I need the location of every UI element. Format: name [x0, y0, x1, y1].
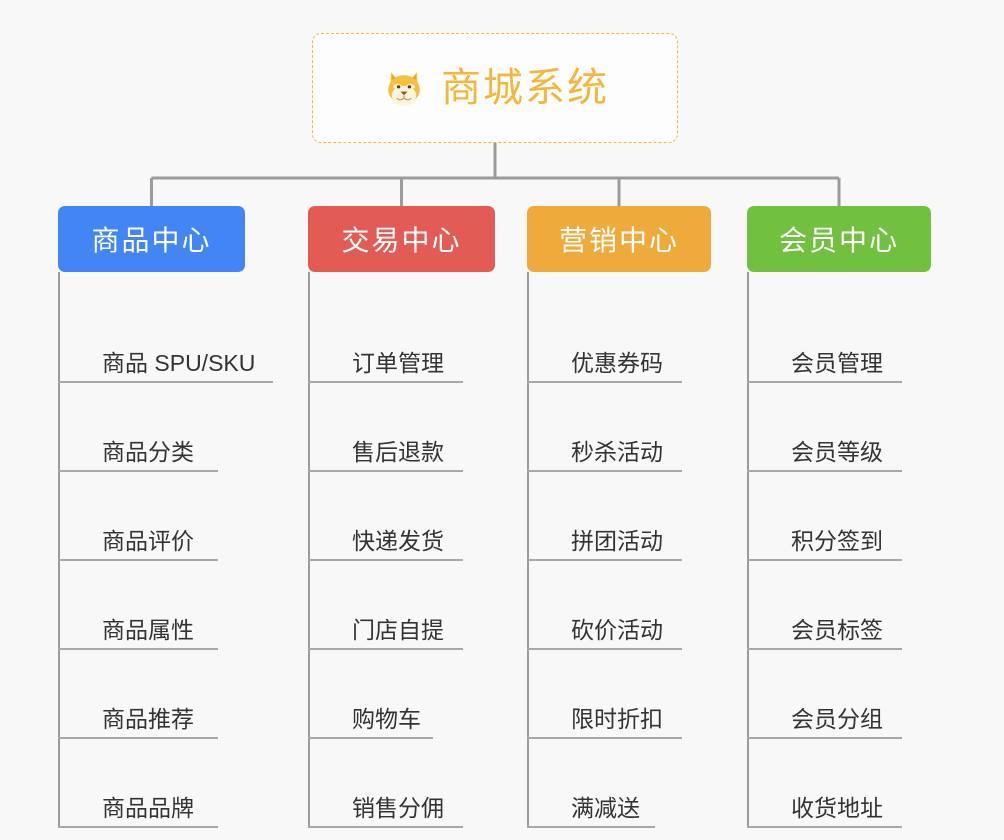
category-column-2: 交易中心订单管理售后退款快递发货门店自提购物车销售分佣: [308, 206, 495, 828]
leaf-underline: [747, 381, 902, 383]
leaf-item-label: 门店自提: [352, 616, 444, 643]
leaf-item-label: 满减送: [571, 794, 640, 821]
leaf-item[interactable]: 商品品牌: [58, 739, 245, 828]
leaf-item[interactable]: 积分签到: [747, 472, 931, 561]
leaf-underline: [527, 826, 655, 828]
leaf-underline: [58, 559, 218, 561]
leaf-underline: [527, 381, 682, 383]
leaf-item-label: 会员分组: [791, 705, 883, 732]
leaf-item-label: 商品评价: [102, 527, 194, 554]
leaf-item[interactable]: 商品推荐: [58, 650, 245, 739]
leaf-underline: [308, 381, 463, 383]
column-spine: [58, 272, 60, 828]
leaf-item-label: 拼团活动: [571, 527, 663, 554]
leaf-item-label: 商品 SPU/SKU: [102, 349, 256, 376]
category-column-3: 营销中心优惠券码秒杀活动拼团活动砍价活动限时折扣满减送: [527, 206, 711, 828]
leaf-item-label: 收货地址: [791, 794, 883, 821]
leaf-underline: [527, 559, 682, 561]
leaf-item[interactable]: 拼团活动: [527, 472, 711, 561]
leaf-item[interactable]: 售后退款: [308, 383, 495, 472]
leaf-underline: [58, 826, 218, 828]
leaf-list-1: 商品 SPU/SKU 商品分类商品评价商品属性商品推荐商品品牌: [58, 272, 273, 828]
leaf-item-label: 商品品牌: [102, 794, 194, 821]
leaf-item[interactable]: 商品评价: [58, 472, 245, 561]
leaf-item[interactable]: 会员标签: [747, 561, 931, 650]
leaf-underline: [527, 737, 682, 739]
column-spine: [527, 272, 529, 828]
leaf-underline: [308, 648, 463, 650]
leaf-item[interactable]: 销售分佣: [308, 739, 495, 828]
leaf-item-label: 商品分类: [102, 438, 194, 465]
category-box-3[interactable]: 营销中心: [527, 206, 711, 272]
leaf-item[interactable]: 满减送: [527, 739, 711, 828]
leaf-underline: [58, 381, 273, 383]
leaf-underline: [58, 648, 218, 650]
leaf-underline: [308, 470, 463, 472]
leaf-list-3: 优惠券码秒杀活动拼团活动砍价活动限时折扣满减送: [527, 272, 711, 828]
leaf-item[interactable]: 订单管理: [308, 294, 495, 383]
root-node[interactable]: 商城系统: [312, 33, 678, 143]
category-box-1[interactable]: 商品中心: [58, 206, 245, 272]
root-title: 商城系统: [441, 66, 609, 110]
leaf-item[interactable]: 快递发货: [308, 472, 495, 561]
leaf-item-label: 砍价活动: [571, 616, 663, 643]
leaf-underline: [58, 470, 218, 472]
leaf-item[interactable]: 优惠券码: [527, 294, 711, 383]
leaf-item[interactable]: 会员等级: [747, 383, 931, 472]
leaf-list-2: 订单管理售后退款快递发货门店自提购物车销售分佣: [308, 272, 495, 828]
leaf-item[interactable]: 商品 SPU/SKU: [58, 294, 273, 383]
leaf-item[interactable]: 砍价活动: [527, 561, 711, 650]
leaf-item[interactable]: 商品分类: [58, 383, 245, 472]
leaf-item-label: 限时折扣: [571, 705, 663, 732]
leaf-item-label: 售后退款: [352, 438, 444, 465]
leaf-item[interactable]: 限时折扣: [527, 650, 711, 739]
leaf-underline: [747, 648, 902, 650]
leaf-item-label: 优惠券码: [571, 349, 663, 376]
leaf-underline: [747, 737, 902, 739]
leaf-item[interactable]: 门店自提: [308, 561, 495, 650]
leaf-item-label: 积分签到: [791, 527, 883, 554]
leaf-item[interactable]: 收货地址: [747, 739, 931, 828]
column-spine: [308, 272, 310, 828]
leaf-underline: [747, 470, 902, 472]
category-column-1: 商品中心商品 SPU/SKU 商品分类商品评价商品属性商品推荐商品品牌: [58, 206, 273, 828]
leaf-item[interactable]: 秒杀活动: [527, 383, 711, 472]
leaf-item-label: 会员管理: [791, 349, 883, 376]
leaf-item-label: 销售分佣: [352, 794, 444, 821]
column-spine: [747, 272, 749, 828]
leaf-underline: [527, 648, 682, 650]
leaf-item-label: 秒杀活动: [571, 438, 663, 465]
leaf-item[interactable]: 会员管理: [747, 294, 931, 383]
leaf-underline: [308, 826, 463, 828]
leaf-underline: [58, 737, 218, 739]
leaf-underline: [308, 737, 433, 739]
leaf-underline: [747, 826, 902, 828]
leaf-underline: [527, 470, 682, 472]
leaf-item-label: 会员标签: [791, 616, 883, 643]
shiba-inu-dog-icon: [381, 65, 427, 111]
leaf-list-4: 会员管理会员等级积分签到会员标签会员分组收货地址: [747, 272, 931, 828]
leaf-underline: [308, 559, 463, 561]
leaf-underline: [747, 559, 902, 561]
leaf-item-label: 商品属性: [102, 616, 194, 643]
leaf-item-label: 快递发货: [352, 527, 444, 554]
leaf-item[interactable]: 购物车: [308, 650, 495, 739]
category-box-4[interactable]: 会员中心: [747, 206, 931, 272]
leaf-item-label: 商品推荐: [102, 705, 194, 732]
leaf-item[interactable]: 会员分组: [747, 650, 931, 739]
leaf-item-label: 订单管理: [352, 349, 444, 376]
leaf-item[interactable]: 商品属性: [58, 561, 245, 650]
leaf-item-label: 会员等级: [791, 438, 883, 465]
category-column-4: 会员中心会员管理会员等级积分签到会员标签会员分组收货地址: [747, 206, 931, 828]
leaf-item-label: 购物车: [352, 705, 421, 732]
category-box-2[interactable]: 交易中心: [308, 206, 495, 272]
